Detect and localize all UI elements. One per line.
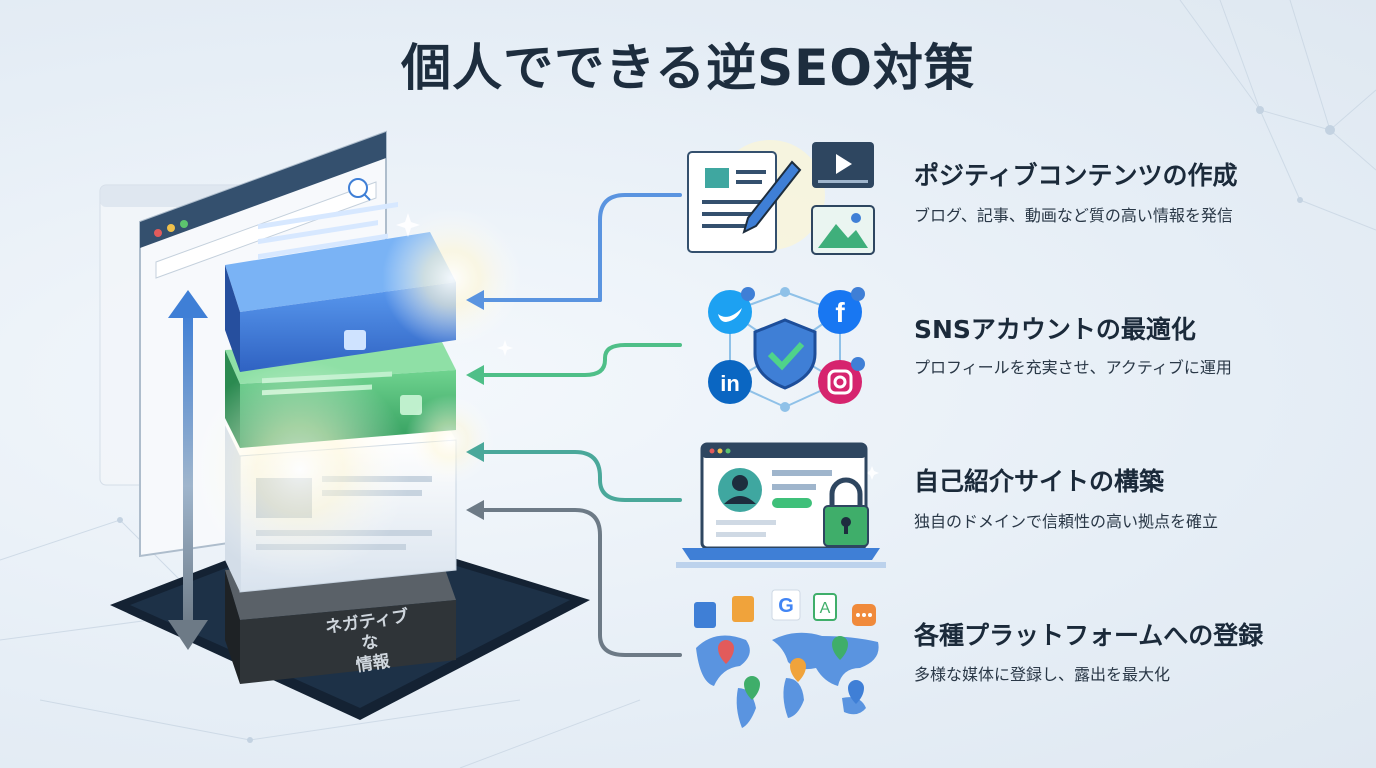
search-icon [348,178,368,198]
connector-line-2 [476,343,682,377]
platform-card-icon [694,602,716,628]
platform-card-icon [732,596,754,622]
item-title-platform-registration: 各種プラットフォームへの登録 [914,621,1264,650]
social-network-shield-icon: f in [708,287,865,412]
shield-icon [753,318,817,390]
twitter-icon [708,290,752,334]
lock-icon [829,477,863,506]
svg-text:f: f [835,297,845,328]
item-desc-sns-optimization: プロフィールを充実させ、アクティブに運用 [914,358,1232,377]
svg-text:A: A [820,600,831,617]
connector-line-1 [598,193,682,302]
item-title-sns-optimization: SNSアカウントの最適化 [914,315,1196,344]
instagram-icon [818,360,862,404]
item-title-profile-site: 自己紹介サイトの構築 [914,467,1165,496]
item-title-positive-content: ポジティブコンテンツの作成 [914,161,1238,190]
ranking-arrow-icon [168,290,208,650]
linkedin-icon [708,360,752,404]
connector-line-4 [476,508,682,657]
laptop-profile-lock-icon [676,442,886,568]
svg-text:in: in [720,371,740,396]
facebook-icon [818,290,862,334]
item-desc-platform-registration: 多様な媒体に登録し、露出を最大化 [914,665,1171,684]
app-store-icon [813,593,837,621]
platform-pins [718,636,864,704]
world-map-pins-icon: G A [694,589,879,728]
item-desc-positive-content: ブログ、記事、動画など質の高い情報を発信 [914,206,1233,225]
page-title: 個人でできる逆SEO対策 [401,39,975,97]
item-desc-profile-site: 独自のドメインで信頼性の高い拠点を確立 [914,512,1219,531]
connector-line-3 [476,450,682,502]
google-icon [771,589,801,621]
document-pen-video-image-icon [687,140,875,255]
svg-text:G: G [778,595,794,617]
